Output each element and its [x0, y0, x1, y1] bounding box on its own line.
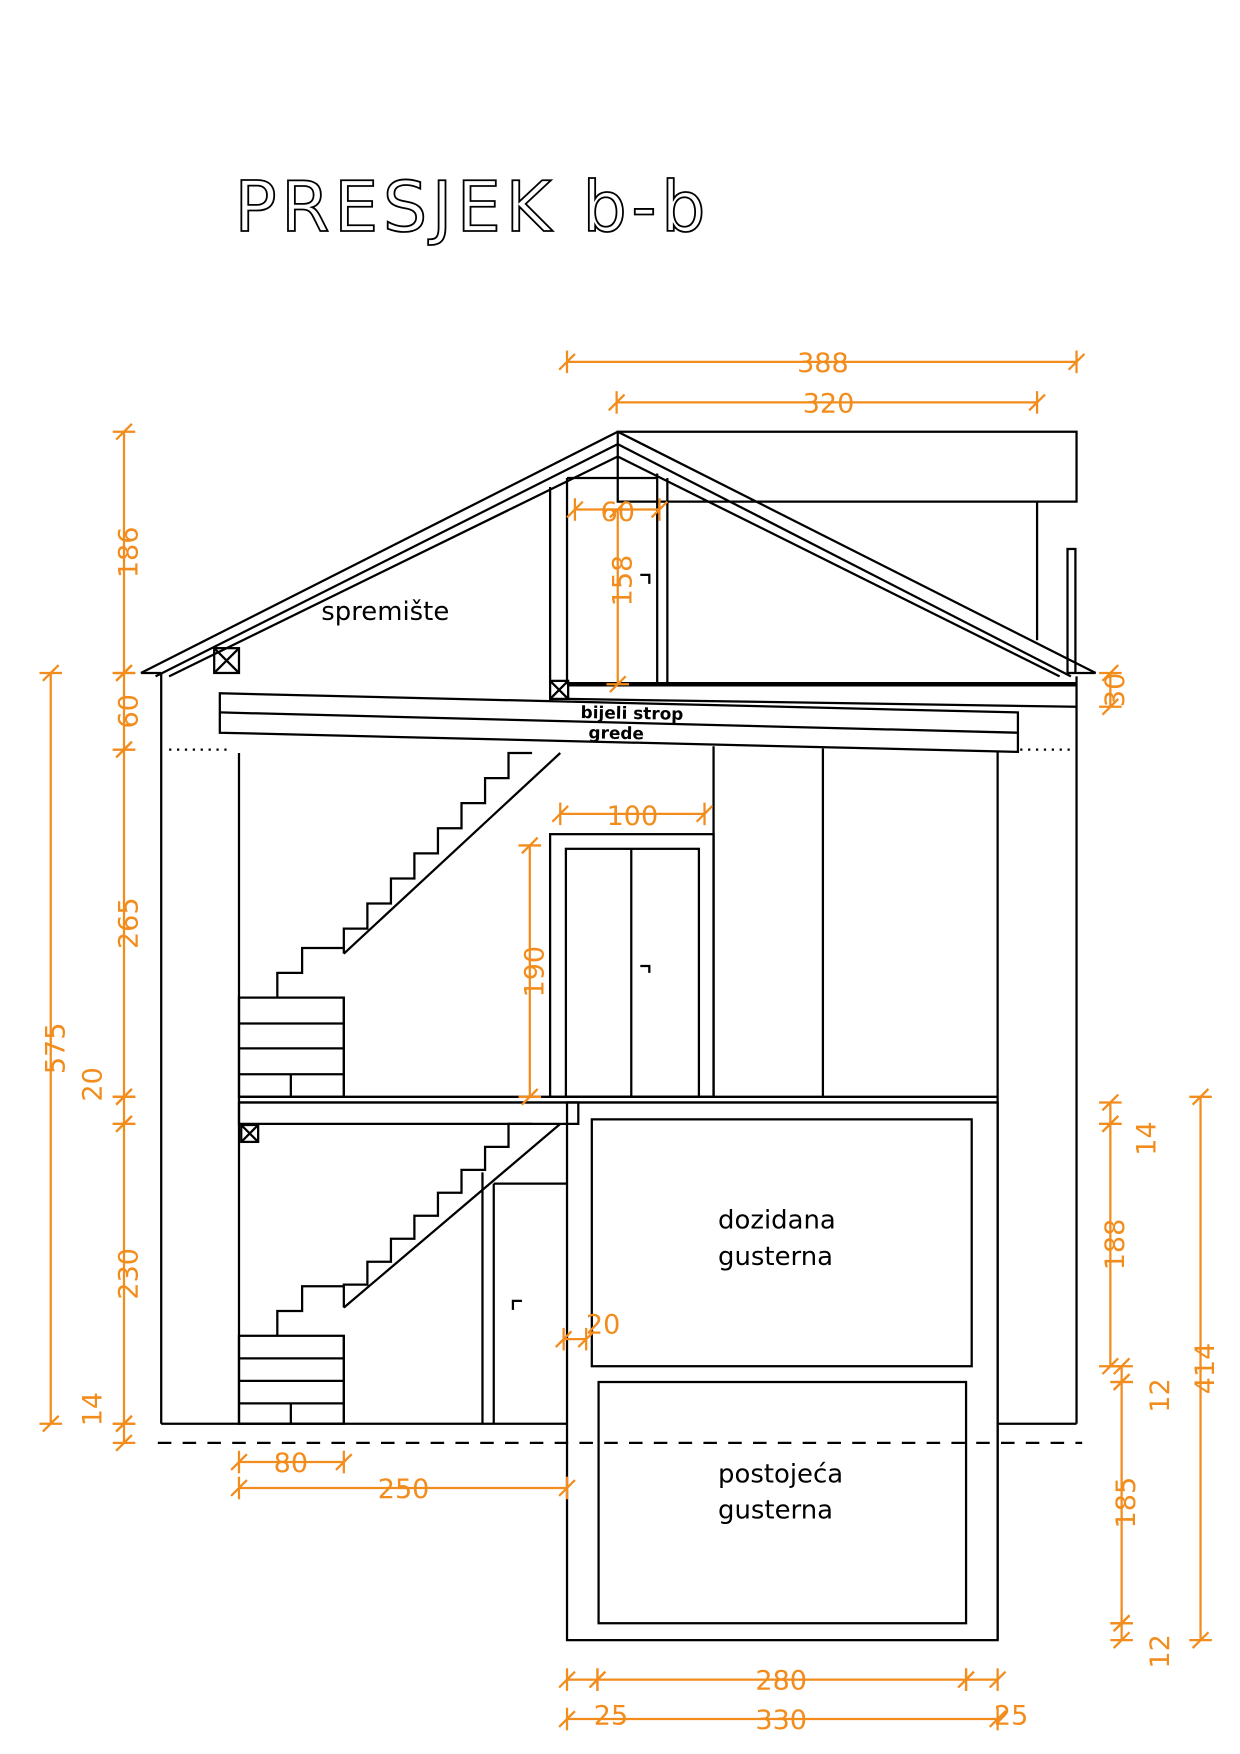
stair-steps-lower: [276, 946, 344, 998]
label-ceiling: bijeli strop: [580, 702, 683, 724]
dimension-185: 185: [1110, 1373, 1142, 1632]
label-attic: spremište: [321, 597, 449, 627]
dimension-label: 20: [586, 1310, 620, 1341]
dimensions: 3883206015830100190205751866026520230148…: [39, 348, 1221, 1736]
dimension-label: 14: [1131, 1121, 1162, 1155]
dimension-265: 265: [112, 740, 145, 1106]
lower-door: [481, 1172, 568, 1424]
dimension-label: 12: [1145, 1634, 1176, 1668]
beam-section-icon: [213, 647, 241, 675]
dimension-label: 250: [378, 1474, 430, 1505]
dimension-190: 190: [518, 836, 550, 1106]
dimension-330: 330: [558, 1705, 1007, 1736]
dimension-label: 12: [1145, 1378, 1176, 1412]
stair-steps: [342, 751, 533, 954]
label-added-cistern-1: dozidana: [718, 1206, 836, 1236]
dimension-30: 30: [1099, 664, 1131, 716]
dimension-80: 80: [230, 1448, 353, 1479]
dimension-label: 230: [114, 1248, 145, 1300]
roof: [140, 430, 1097, 678]
existing-cistern: [597, 1380, 968, 1625]
dimension-label: 330: [755, 1705, 807, 1736]
beam-section-icon: [240, 1123, 260, 1144]
label-existing-cistern-1: postojeća: [718, 1459, 843, 1489]
dimension-label: 20: [77, 1067, 108, 1101]
dimension-25a: 25: [558, 1668, 628, 1732]
dimension-label: 60: [114, 694, 145, 728]
dimension-12b: 12: [1110, 1614, 1176, 1669]
dimension-320: 320: [607, 389, 1046, 420]
dimension-label: 30: [1100, 673, 1131, 707]
dimension-14r: 14: [1099, 1093, 1162, 1156]
dimension-100: 100: [551, 801, 714, 832]
dimension-label: 280: [755, 1666, 807, 1697]
stair-stringer: [343, 752, 562, 955]
beam-section-icon: [548, 679, 570, 701]
dimension-388: 388: [558, 348, 1086, 379]
added-cistern: [590, 1118, 973, 1368]
dimension-158: 158: [606, 500, 638, 693]
dimension-188: 188: [1099, 1115, 1131, 1375]
dimension-12a: 12: [1110, 1357, 1176, 1413]
dimension-label: 80: [274, 1448, 308, 1479]
dimension-280: 280: [588, 1666, 975, 1697]
dimension-250: 250: [230, 1474, 576, 1505]
dimension-label: 320: [803, 389, 855, 420]
upper-door: [548, 833, 715, 1098]
dimension-186: 186: [112, 423, 145, 682]
dimension-label: 25: [994, 1701, 1028, 1732]
dimension-230: 230: [112, 1115, 145, 1433]
dimension-575: 575: [39, 664, 71, 1433]
stair-stringer: [343, 1123, 561, 1309]
labels: spremište bijeli strop grede dozidana gu…: [321, 597, 843, 1525]
dimension-20b: 20: [554, 1310, 620, 1351]
label-added-cistern-2: gusterna: [718, 1242, 833, 1272]
stair-steps: [342, 1122, 533, 1308]
dimension-label: 186: [114, 527, 145, 579]
attic-structure: [169, 473, 1077, 754]
dimension-label: 14: [77, 1392, 108, 1426]
dimension-14: 14: [77, 1392, 136, 1452]
dimension-label: 158: [607, 555, 638, 607]
dimension-label: 100: [607, 801, 659, 832]
dimension-label: 575: [40, 1023, 71, 1075]
label-existing-cistern-2: gusterna: [718, 1495, 833, 1525]
dimension-label: 388: [797, 348, 849, 379]
staircase: [237, 751, 562, 1425]
cisterns: [565, 1101, 999, 1642]
dimension-label: 188: [1100, 1219, 1131, 1271]
dimension-25b: 25: [957, 1668, 1028, 1732]
dimension-label: 190: [519, 946, 550, 998]
dimension-label: 265: [114, 897, 145, 949]
dimension-label: 414: [1190, 1343, 1221, 1395]
dimension-label: 25: [594, 1701, 628, 1732]
dimension-60: 60: [112, 664, 145, 759]
label-beams: grede: [588, 722, 644, 743]
stair-steps-lower: [276, 1285, 344, 1336]
dimension-414: 414: [1189, 1088, 1221, 1649]
dimension-label: 185: [1111, 1477, 1142, 1529]
drawing-title: PRESJEK b-b: [234, 167, 710, 248]
